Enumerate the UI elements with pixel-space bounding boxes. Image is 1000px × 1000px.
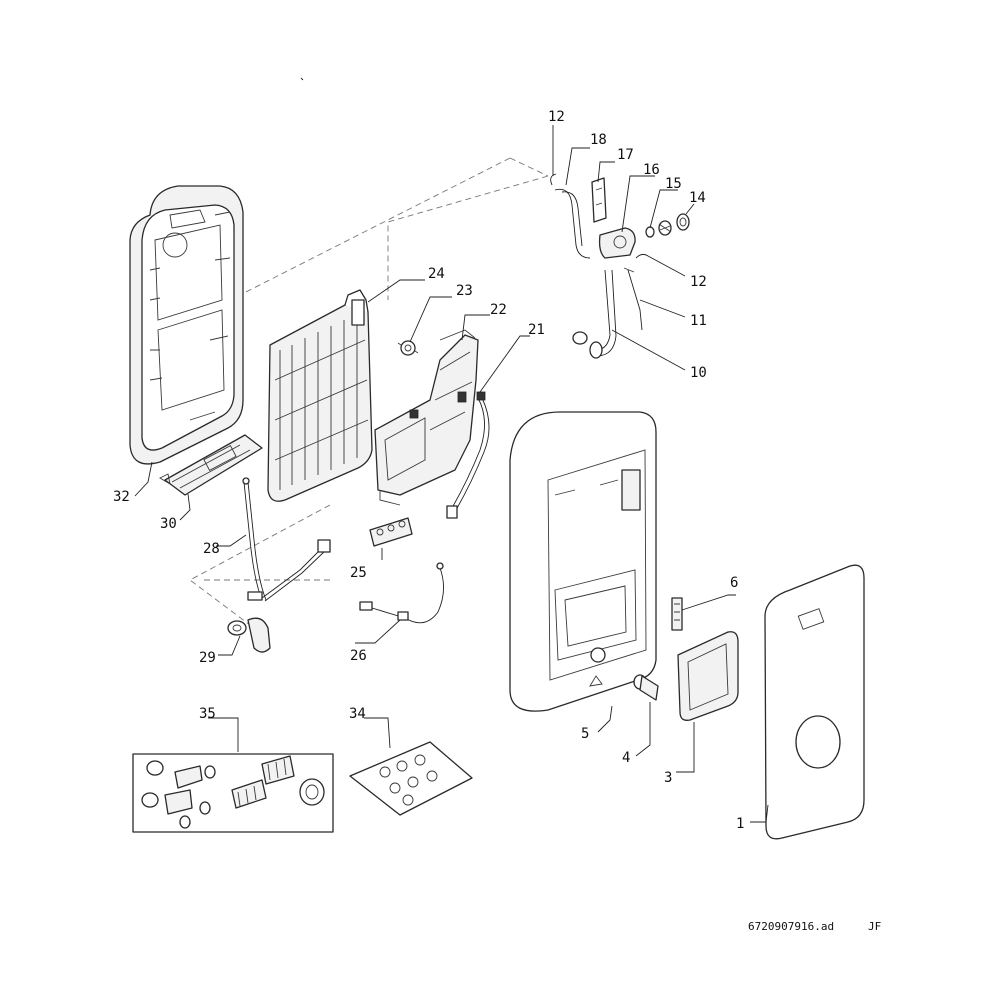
part-18-pipe [554, 188, 591, 259]
callout-25: 25 [350, 565, 367, 581]
callout-26: 26 [350, 648, 367, 664]
part-26-sensor-cable [359, 562, 444, 624]
callout-11: 11 [690, 313, 707, 329]
callout-15: 15 [665, 176, 682, 192]
assembly-guide-lines [189, 157, 549, 626]
callout-35: 35 [199, 706, 216, 722]
callout-18: 18 [590, 132, 607, 148]
callout-34: 34 [349, 706, 366, 722]
part-1-front-panel [764, 564, 865, 840]
part-14-nut [658, 213, 690, 236]
part-16-valve-body [598, 227, 636, 259]
callout-21: 21 [528, 322, 545, 338]
part-28-pipe-cable [242, 477, 331, 602]
drawing-initials: JF [868, 920, 881, 933]
part-12-clip-lower [635, 253, 649, 259]
callout-1: 1 [736, 816, 744, 832]
part-24-heating-block [267, 289, 373, 502]
callout-12-top: 12 [548, 109, 565, 125]
drawing-reference-number: 6720907916.ad [748, 920, 834, 933]
callout-28: 28 [203, 541, 220, 557]
part-30-bracket [159, 434, 263, 496]
stray-mark [300, 77, 304, 81]
callout-16: 16 [643, 162, 660, 178]
callout-14: 14 [689, 190, 706, 206]
part-17-bracket [591, 177, 607, 223]
callout-3: 3 [664, 770, 672, 786]
part-4-knob [633, 674, 659, 701]
part-35-fittings-kit [132, 753, 334, 833]
part-22-electronics-module [374, 329, 479, 506]
callout-12-lower: 12 [690, 274, 707, 290]
part-10-pipe [572, 269, 617, 359]
callout-4: 4 [622, 750, 630, 766]
part-12-clip-upper [550, 173, 557, 186]
leader-lines [134, 125, 769, 823]
part-25-terminal-block [369, 517, 413, 547]
callout-23: 23 [456, 283, 473, 299]
part-23-connector [397, 340, 419, 356]
part-6-label [671, 597, 683, 631]
part-3-cover-plate [677, 631, 739, 721]
part-29-elbow-fitting [227, 617, 271, 653]
callout-32: 32 [113, 489, 130, 505]
part-34-seal-bag [349, 741, 473, 816]
callout-labels: 12 18 17 16 15 14 12 11 10 21 22 23 24 2… [113, 109, 744, 832]
callout-24: 24 [428, 266, 445, 282]
callout-5: 5 [581, 726, 589, 742]
part-32-back-frame [129, 185, 244, 465]
callout-30: 30 [160, 516, 177, 532]
callout-22: 22 [490, 302, 507, 318]
callout-29: 29 [199, 650, 216, 666]
part-5-casing [509, 411, 657, 712]
callout-6: 6 [730, 575, 738, 591]
part-15-seal [645, 226, 655, 238]
callout-10: 10 [690, 365, 707, 381]
part-21-wire-harness [446, 391, 490, 519]
part-11-wire [623, 267, 643, 331]
callout-17: 17 [617, 147, 634, 163]
